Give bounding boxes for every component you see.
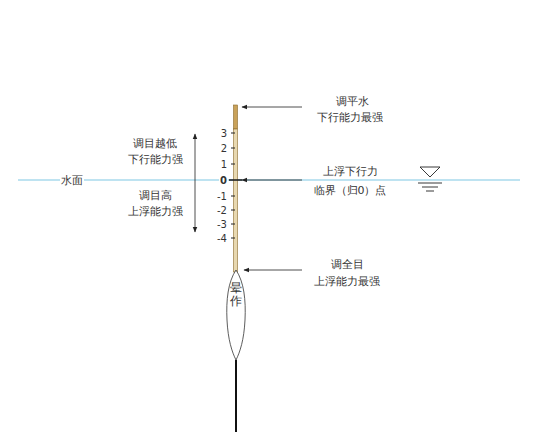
- scale-number: -1: [216, 191, 228, 202]
- note-title: 调全目: [330, 258, 365, 271]
- scale-number: -4: [216, 233, 228, 244]
- note-title: 调目高: [138, 189, 173, 202]
- note-text: 上浮能力强: [127, 205, 184, 218]
- scale-number: 0: [219, 175, 228, 186]
- leader-arrow: [242, 107, 302, 108]
- note-text: 下行能力最强: [316, 111, 384, 124]
- float-tail: [235, 360, 237, 432]
- note-text: 下行能力强: [127, 153, 184, 166]
- water-surface-symbol: [418, 167, 442, 191]
- note-text: 上浮能力最强: [313, 275, 381, 288]
- note-title: 调目越低: [132, 137, 178, 150]
- water-line: [18, 179, 520, 180]
- note-title: 上浮下行力: [322, 165, 379, 178]
- leader-arrow: [244, 270, 302, 271]
- float-stem: [234, 105, 238, 272]
- float-brand-text: 晕作: [230, 270, 242, 308]
- leader-arrow: [242, 180, 302, 181]
- scale-number: -3: [216, 219, 228, 230]
- scale-number: -2: [216, 205, 228, 216]
- scale-number: 2: [220, 143, 228, 154]
- scale-number: 1: [220, 159, 228, 170]
- note-text: 临界（归0）点: [313, 184, 388, 197]
- scale-ticks: [229, 133, 242, 238]
- scale-number: 3: [220, 128, 228, 139]
- water-label: 水面: [60, 174, 84, 187]
- range-arrow: [195, 134, 196, 232]
- note-title: 调平水: [335, 95, 370, 108]
- float-body: 晕作: [226, 270, 246, 360]
